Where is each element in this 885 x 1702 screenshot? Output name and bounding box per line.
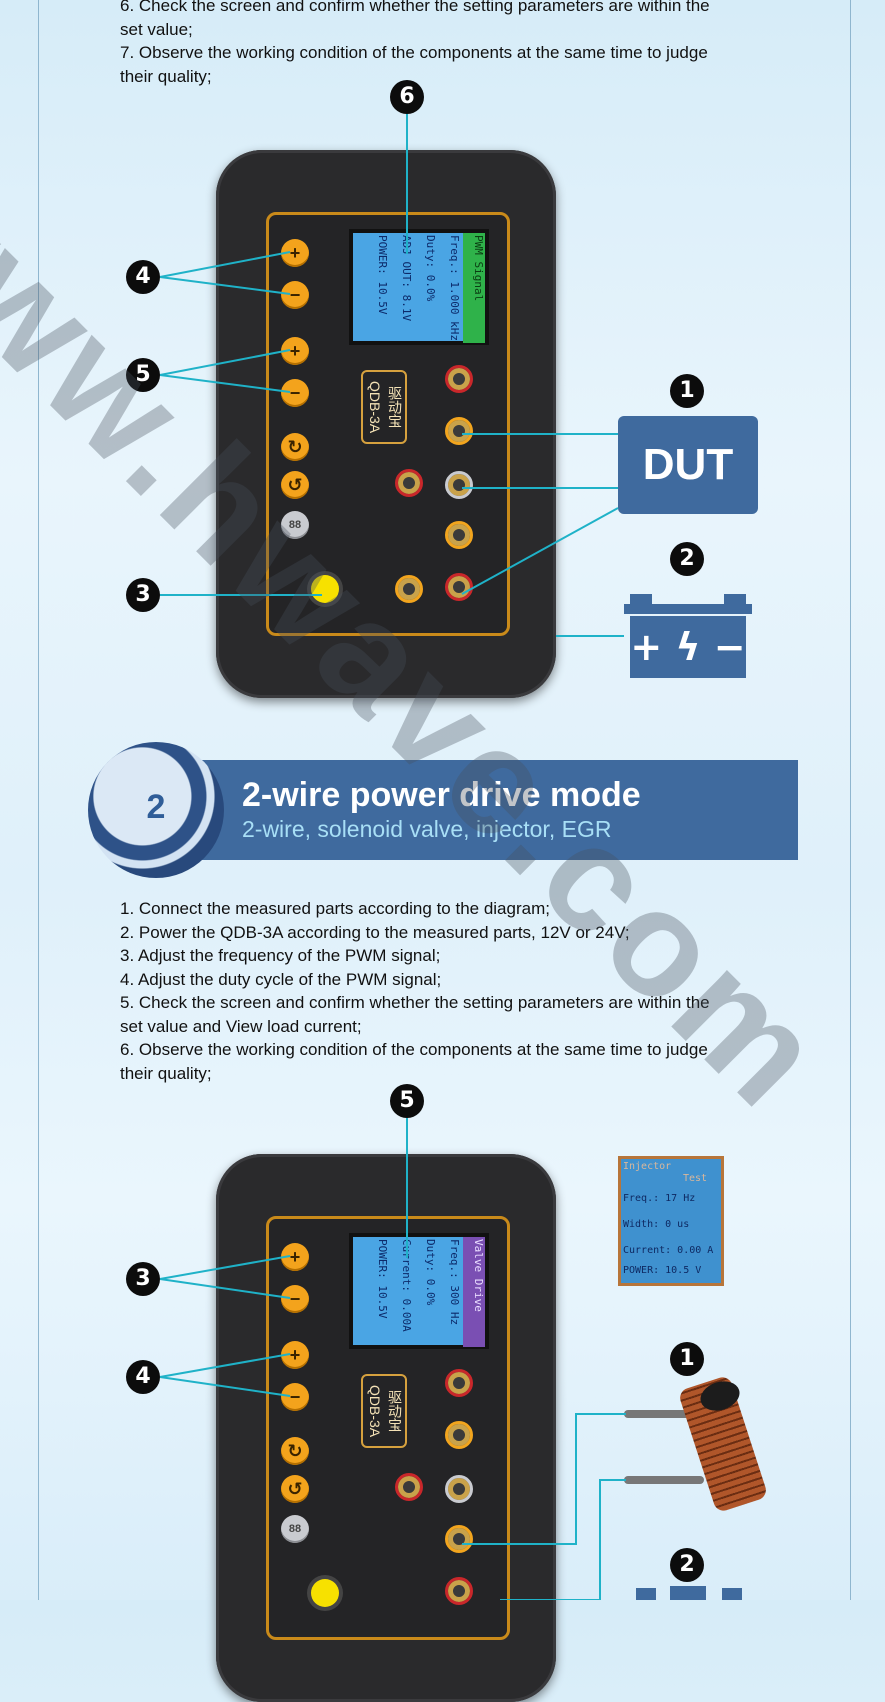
step-line: 2. Power the QDB-3A according to the mea… — [120, 922, 630, 942]
duty-down-button[interactable]: − — [281, 1383, 309, 1411]
battery-icon-partial — [636, 1586, 742, 1600]
section-title: 2-wire power drive mode — [242, 776, 641, 814]
callout-4: 4 — [126, 260, 160, 294]
ignition-jack[interactable] — [395, 575, 423, 603]
mini-lcd-line: Injector — [623, 1161, 672, 1172]
mode-button[interactable]: 88 — [281, 1515, 309, 1543]
callout-1: 1 — [670, 374, 704, 408]
injector-lcd: Injector Test Freq.: 17 Hz Width: 0 us C… — [618, 1156, 724, 1286]
lcd-line: ADJ OUT: 8.1V — [400, 235, 413, 322]
gnd-jack[interactable] — [445, 471, 473, 499]
step-motor-ccw-button[interactable]: ↺ — [281, 471, 309, 499]
section2-steps: 1. Connect the measured parts according … — [120, 897, 770, 1085]
lcd-line: Freq.: 1.000 kHz — [448, 235, 461, 341]
callout-3: 3 — [126, 578, 160, 612]
lcd-line: Freq.: 300 Hz — [448, 1239, 461, 1326]
vadj-out-jack[interactable] — [445, 1369, 473, 1397]
lcd-screen: PWM Signal Freq.: 1.000 kHz Duty: 0.0% A… — [349, 229, 489, 345]
freq-down-button[interactable]: − — [281, 281, 309, 309]
step-line: 7. Observe the working condition of the … — [120, 43, 708, 62]
callout-3: 3 — [126, 1262, 160, 1296]
model-cn: 驱动宝 — [387, 386, 403, 428]
lcd-line: Duty: 0.0% — [424, 235, 437, 302]
coil-drive-jack[interactable] — [445, 521, 473, 549]
section-number: 2 — [146, 788, 166, 826]
step-line: 6. Check the screen and confirm whether … — [120, 0, 710, 15]
battery-icon: + ϟ − — [624, 594, 752, 678]
mode-button[interactable]: 88 — [281, 511, 309, 539]
hall-signal-jack[interactable] — [445, 417, 473, 445]
callout-5: 5 — [126, 358, 160, 392]
frame-line-right — [850, 0, 851, 1600]
section-banner: 2-wire power drive mode 2-wire, solenoid… — [186, 760, 798, 860]
step-line: 6. Observe the working condition of the … — [120, 1040, 708, 1059]
connector-line — [406, 114, 408, 254]
lcd-screen: Valve Drive Freq.: 300 Hz Duty: 0.0% Cur… — [349, 1233, 489, 1349]
callout-4: 4 — [126, 1360, 160, 1394]
step-motor-cw-button[interactable]: ↻ — [281, 1437, 309, 1465]
section-number-badge: 2 — [88, 742, 224, 878]
dc-vin-jack[interactable] — [395, 469, 423, 497]
coil-pin — [624, 1410, 714, 1418]
hall-signal-jack[interactable] — [445, 1421, 473, 1449]
gnd-jack[interactable] — [445, 1475, 473, 1503]
dc-vin-jack[interactable] — [395, 1473, 423, 1501]
frame-line-left — [38, 0, 39, 1600]
vadj-out-jack[interactable] — [445, 365, 473, 393]
callout-1: 1 — [670, 1342, 704, 1376]
callout-2: 2 — [670, 542, 704, 576]
mini-lcd-line: POWER: 10.5 V — [623, 1265, 702, 1276]
step-line: 1. Connect the measured parts according … — [120, 899, 550, 918]
dut-box: DUT — [618, 416, 758, 514]
mini-lcd-line: Width: 0 us — [623, 1219, 690, 1230]
model-cn: 驱动宝 — [387, 1390, 403, 1432]
model-plate: 驱动宝 QDB-3A — [361, 370, 407, 444]
coil-pin — [624, 1476, 704, 1484]
lcd-line: Valve Drive — [463, 1237, 485, 1347]
step-line: 3. Adjust the frequency of the PWM signa… — [120, 946, 441, 965]
step-motor-cw-button[interactable]: ↻ — [281, 433, 309, 461]
model-name: QDB-3A — [367, 380, 383, 434]
mini-lcd-line: Freq.: 17 Hz — [623, 1193, 696, 1204]
duty-down-button[interactable]: − — [281, 379, 309, 407]
lcd-line: POWER: 10.5V — [376, 235, 389, 315]
model-plate: 驱动宝 QDB-3A — [361, 1374, 407, 1448]
qdb-3a-device: PWM Signal Freq.: 1.000 kHz Duty: 0.0% A… — [216, 150, 556, 698]
step-line: 4. Adjust the duty cycle of the PWM sign… — [120, 969, 442, 989]
mini-lcd-line: Current: 0.00 A — [623, 1245, 714, 1256]
qdb-3a-device-2: Valve Drive Freq.: 300 Hz Duty: 0.0% Cur… — [216, 1154, 556, 1702]
model-name: QDB-3A — [367, 1384, 383, 1438]
step-line: 5. Check the screen and confirm whether … — [120, 993, 710, 1012]
top-steps: 6. Check the screen and confirm whether … — [120, 0, 770, 88]
callout-5: 5 — [390, 1084, 424, 1118]
lcd-line: PWM Signal — [463, 233, 485, 343]
device-panel: Valve Drive Freq.: 300 Hz Duty: 0.0% Cur… — [266, 1216, 510, 1640]
connector-line — [406, 1118, 408, 1258]
vadj-knob[interactable] — [311, 575, 339, 603]
diagram1-connectors — [159, 251, 624, 637]
coil-drive-jack[interactable] — [445, 1525, 473, 1553]
lcd-line: POWER: 10.5V — [376, 1239, 389, 1319]
section-subtitle: 2-wire, solenoid valve, injector, EGR — [242, 816, 612, 842]
power-out-jack[interactable] — [445, 573, 473, 601]
step-line: their quality; — [120, 1063, 212, 1083]
lcd-line: Duty: 0.0% — [424, 1239, 437, 1306]
step-line: set value; — [120, 19, 193, 39]
step-line: set value and View load current; — [120, 1016, 362, 1036]
battery-symbols: + ϟ − — [630, 625, 745, 669]
device-panel: PWM Signal Freq.: 1.000 kHz Duty: 0.0% A… — [266, 212, 510, 636]
lcd-line: Current: 0.00A — [400, 1239, 413, 1332]
callout-6: 6 — [390, 80, 424, 114]
mini-lcd-line: Test — [683, 1173, 708, 1184]
diagram2-connectors — [159, 1255, 626, 1600]
step-motor-ccw-button[interactable]: ↺ — [281, 1475, 309, 1503]
callout-2: 2 — [670, 1548, 704, 1582]
step-line: their quality; — [120, 66, 212, 86]
freq-down-button[interactable]: − — [281, 1285, 309, 1313]
